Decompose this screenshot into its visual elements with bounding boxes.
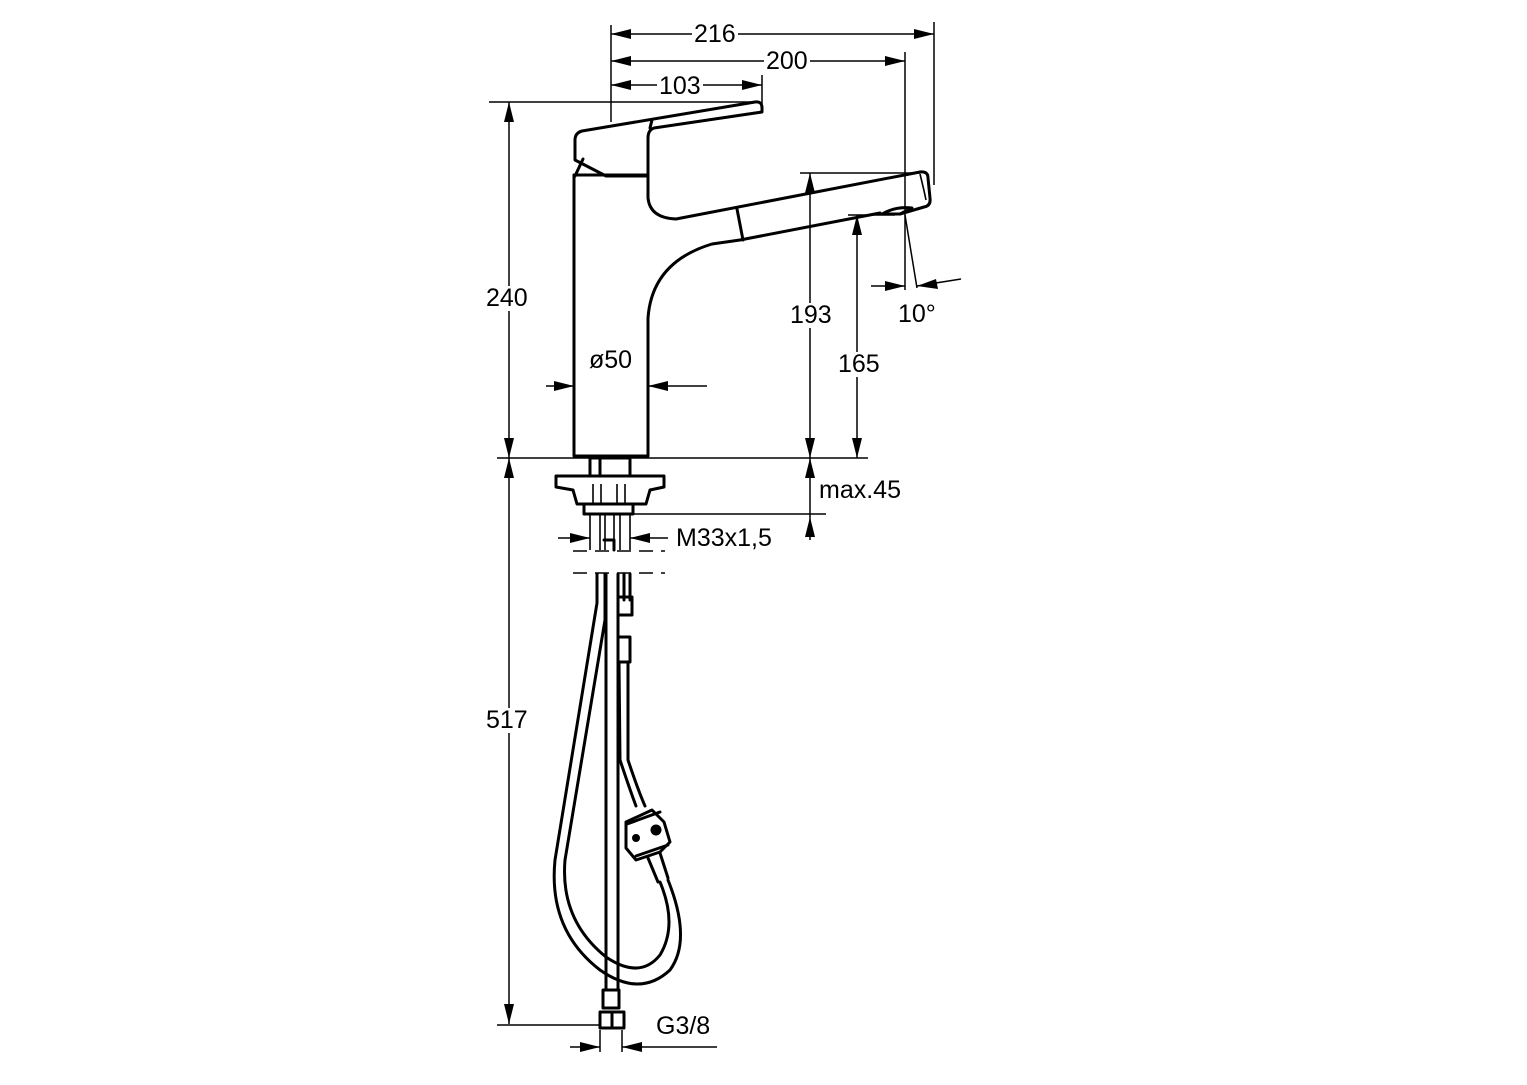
faucet-body	[572, 100, 932, 458]
body-cylinder	[572, 173, 742, 458]
dim-label-spout-top-height: 193	[788, 301, 834, 329]
dim-label-mounting-thread: M33x1,5	[676, 524, 772, 552]
dim-label-body-diameter: ø50	[589, 346, 633, 374]
dim-label-hose-length: 517	[484, 706, 530, 734]
spout	[646, 170, 932, 221]
dim-label-overall-height: 240	[484, 284, 530, 312]
dim-label-lever-reach: 103	[657, 72, 703, 100]
dim-label-connection-thread: G3/8	[656, 1012, 711, 1040]
dim-label-overall-reach: 216	[692, 20, 738, 48]
pullout-hose-outer	[552, 572, 682, 986]
dim-label-spray-angle: 10°	[898, 300, 936, 328]
pullout-hose-inner	[563, 572, 671, 970]
lever-handle	[573, 100, 764, 178]
dimension-lines	[489, 22, 962, 1052]
dim-label-max-deck-thickness: max.45	[819, 476, 901, 504]
hoses	[552, 572, 682, 1030]
dim-label-spout-reach: 200	[764, 47, 810, 75]
dim-label-outlet-height: 165	[836, 350, 882, 378]
mounting-hardware	[554, 456, 666, 574]
